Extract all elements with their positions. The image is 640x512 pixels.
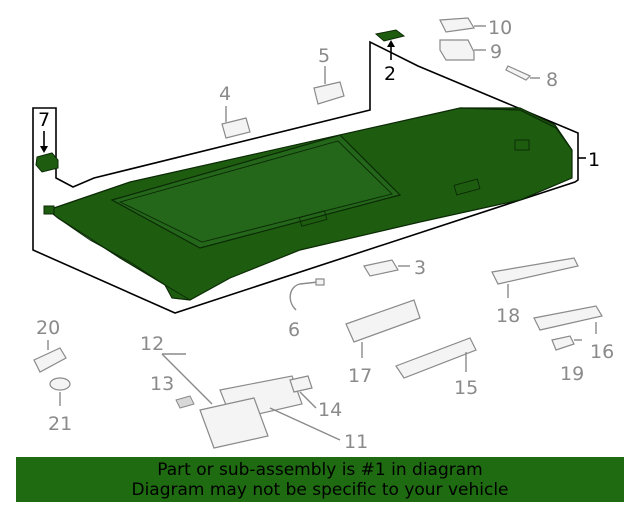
callout-3[interactable]: 3 [414, 257, 426, 279]
headliner-front-edge [57, 217, 191, 301]
notice-line-2: Diagram may not be specific to your vehi… [131, 480, 509, 500]
part-19-clip [551, 335, 582, 351]
part-12-13-visor-clip [161, 353, 213, 409]
part-18-trim [491, 257, 579, 298]
part-21-button [49, 377, 71, 406]
callout-8[interactable]: 8 [546, 69, 558, 91]
callout-12[interactable]: 12 [140, 333, 164, 355]
part-7-clip [35, 152, 59, 173]
part-20-clip [33, 340, 67, 373]
callout-7[interactable]: 7 [38, 109, 50, 131]
part-8-bracket [505, 65, 540, 81]
part-10-remote [439, 17, 486, 33]
headliner-lamp-recess [514, 139, 530, 151]
notice-banner: Part or sub-assembly is #1 in diagram Di… [16, 457, 624, 502]
part-17-bracket [345, 299, 421, 358]
part-16-grip [533, 305, 603, 334]
callout-2-arrow [387, 40, 395, 47]
callout-10[interactable]: 10 [488, 17, 512, 39]
part-15-handle [395, 337, 477, 379]
sunroof-frame [118, 140, 393, 243]
part-11-visor [199, 375, 341, 449]
callout-14[interactable]: 14 [318, 399, 342, 421]
callout-15[interactable]: 15 [454, 377, 478, 399]
sunroof-opening [110, 134, 402, 249]
headliner-handle-recess [298, 210, 328, 227]
callout-9[interactable]: 9 [490, 41, 502, 63]
callout-7-arrow [40, 146, 48, 153]
part-6-wire [289, 278, 325, 311]
callout-16[interactable]: 16 [590, 341, 614, 363]
callout-17[interactable]: 17 [348, 365, 372, 387]
headliner-rear-edge [459, 107, 573, 151]
part-9-housing [439, 39, 486, 61]
assembly-outline [32, 40, 579, 314]
callout-5[interactable]: 5 [318, 45, 330, 67]
callout-20[interactable]: 20 [36, 317, 60, 339]
headliner-console-recess [453, 178, 481, 196]
notice-line-1: Part or sub-assembly is #1 in diagram [157, 460, 483, 480]
headliner-clip [43, 205, 55, 215]
part-3-lamp [363, 259, 410, 277]
headliner-part [43, 107, 573, 301]
callout-19[interactable]: 19 [560, 363, 584, 385]
callout-21[interactable]: 21 [48, 413, 72, 435]
callout-1[interactable]: 1 [588, 149, 600, 171]
part-4-bracket [221, 106, 251, 139]
callout-6[interactable]: 6 [288, 319, 300, 341]
callout-18[interactable]: 18 [496, 305, 520, 327]
callout-11[interactable]: 11 [344, 431, 368, 453]
part-14-pad [289, 375, 317, 409]
callout-13[interactable]: 13 [150, 373, 174, 395]
callout-4[interactable]: 4 [219, 83, 231, 105]
part-2-pad [374, 29, 406, 42]
callout-2[interactable]: 2 [384, 63, 396, 85]
part-5-hook [313, 66, 345, 105]
